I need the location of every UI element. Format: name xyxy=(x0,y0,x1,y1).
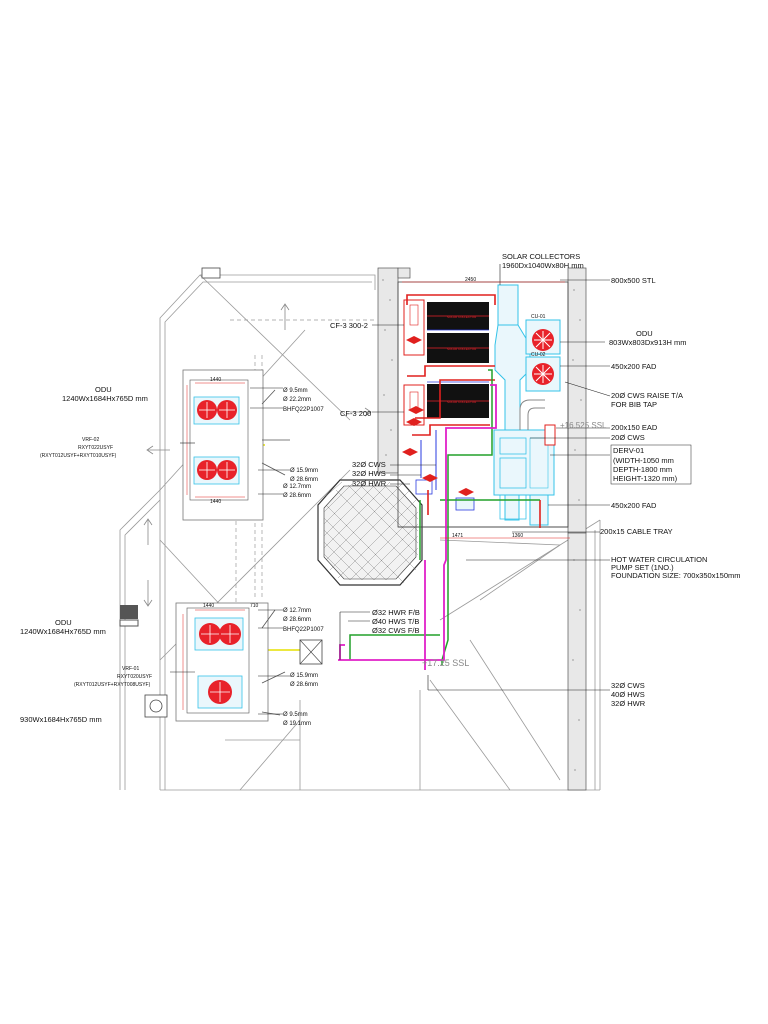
dim-1360: 1360 xyxy=(512,533,523,539)
hwr-fb: Ø32 HWR F/B xyxy=(372,608,420,617)
cf3-200-label: CF-3 200 xyxy=(340,409,371,418)
ead-label: 200x150 EAD xyxy=(611,423,658,432)
derv-box xyxy=(610,444,692,485)
cws-32-mid: 32Ø CWS xyxy=(352,460,386,469)
leader-lines xyxy=(170,264,611,715)
pump-line2: PUMP SET (1NO.) xyxy=(611,563,674,572)
pipe-191-bot: Ø 19.1mm xyxy=(283,721,311,727)
solar-collectors-size: 1960Dx1040Wx80H mm xyxy=(502,261,584,270)
vrf02-tag: VRF-02 xyxy=(82,437,99,443)
dim-710: 710 xyxy=(250,603,259,609)
pump-line3: FOUNDATION SIZE: 700x350x150mm xyxy=(611,571,740,580)
odu-left-upper-size: 1240Wx1684Hx765D mm xyxy=(62,394,148,403)
ssl-level: +17.25 SSL xyxy=(422,658,469,668)
vrf02-combo: (RXYT012USYF+RXYT010USYF) xyxy=(40,453,117,459)
stl-label: 800x500 STL xyxy=(611,276,656,285)
pipe-95: Ø 9.5mm xyxy=(283,388,308,394)
pipe-red xyxy=(406,294,541,528)
odu-left-bottom-size: 930Wx1684Hx765D mm xyxy=(20,715,102,724)
pipe-blue-legs xyxy=(420,430,437,490)
derv-title: DERV-01 xyxy=(613,446,644,455)
pipe-222: Ø 22.2mm xyxy=(283,397,311,403)
vrf02-model: RXYT022USYF xyxy=(78,445,113,451)
derv-depth: DEPTH-1800 mm xyxy=(613,465,672,474)
odu-enclosure-upper: 1440 1440 xyxy=(182,369,264,521)
hws-32-mid: 32Ø HWS xyxy=(352,469,386,478)
hwr-32-mid: 32Ø HWR xyxy=(352,479,387,488)
cf3-300-label: CF-3 300-2 xyxy=(330,321,368,330)
cws-32-bot: 32Ø CWS xyxy=(611,681,645,690)
refrigerant-pipes xyxy=(261,389,290,716)
dim-2450: 2450 xyxy=(465,277,476,283)
dim-1440-c: 1440 xyxy=(203,603,214,609)
derv-01-unit xyxy=(493,429,555,520)
odu-top-right-label: ODU xyxy=(636,329,653,338)
hws-40-bot: 40Ø HWS xyxy=(611,690,645,699)
column-blocks xyxy=(119,267,221,718)
vrf01-tag: VRF-01 xyxy=(122,666,139,672)
odu-left-upper-label: ODU xyxy=(95,385,112,394)
pipe-286-bot: Ø 28.6mm xyxy=(283,617,311,623)
condensing-unit-cu-01: CU-01 xyxy=(525,314,561,355)
fad-bottom-label: 450x200 FAD xyxy=(611,501,657,510)
hatched-walls xyxy=(377,267,587,791)
odu-top-right-size: 803Wx803Dx913H mm xyxy=(609,338,687,347)
bhfq-bot: BHFQ22P1007 xyxy=(283,627,324,633)
cu01-label: CU-01 xyxy=(531,314,546,320)
vrf01-model: RXYT020USYF xyxy=(117,674,152,680)
fad-top-label: 450x200 FAD xyxy=(611,362,657,371)
direction-arrow-icon xyxy=(143,303,372,607)
octagon-structure xyxy=(317,479,423,586)
solar-panel-icon xyxy=(427,302,489,418)
pipe-159-top: Ø 15.9mm xyxy=(290,468,318,474)
cu02-label: CU-02 xyxy=(531,352,546,358)
dim-1471: 1471 xyxy=(452,533,463,539)
odu-left-lower-size: 1240Wx1684Hx765D mm xyxy=(20,627,106,636)
dim-1440-a: 1440 xyxy=(210,377,221,383)
hwr-32-bot: 32Ø HWR xyxy=(611,699,646,708)
bib-tap-label: FOR BIB TAP xyxy=(611,400,657,409)
pipe-127-bot: Ø 12.7mm xyxy=(283,608,311,614)
cable-tray-label: 200x15 CABLE TRAY xyxy=(600,527,673,536)
wall-stipple xyxy=(382,279,582,771)
derv-width: (WIDTH-1050 mm xyxy=(613,456,674,465)
pipe-95-bot: Ø 9.5mm xyxy=(283,712,308,718)
cws-20-label: 20Ø CWS xyxy=(611,433,645,442)
cws-fb: Ø32 CWS F/B xyxy=(372,626,420,635)
pipe-286-top: Ø 28.6mm xyxy=(290,477,318,483)
condensing-unit-cu-02: CU-02 xyxy=(525,352,561,392)
pipe-159-bot: Ø 15.9mm xyxy=(290,673,318,679)
vrf01-combo: (RXYT012USYF+RXYT008USYF) xyxy=(74,682,151,688)
cws-raise-label: 20Ø CWS RAISE T/A xyxy=(611,391,683,400)
exhaust-duct xyxy=(519,399,556,446)
bhfq-top: BHFQ22P1007 xyxy=(283,407,324,413)
dim-1440-b: 1440 xyxy=(210,499,221,505)
odu-enclosure-lower: 1440 710 xyxy=(175,602,323,722)
dimension-lines xyxy=(402,281,570,539)
solar-panel-text: SOLAR COLLECTOR xyxy=(447,347,477,351)
odu-left-lower-label: ODU xyxy=(55,618,72,627)
hws-tb: Ø40 HWS T/B xyxy=(372,617,419,626)
solar-collectors-label: SOLAR COLLECTORS xyxy=(502,252,580,261)
pipe-286-top2: Ø 28.6mm xyxy=(283,493,311,499)
solar-panel-text: SOLAR COLLECTOR xyxy=(447,400,477,404)
pipe-286-bot2: Ø 28.6mm xyxy=(290,682,318,688)
pipe-127-top: Ø 12.7mm xyxy=(283,484,311,490)
ssl-level-top: +16.525 SSL xyxy=(560,421,607,430)
pump-line1: HOT WATER CIRCULATION xyxy=(611,555,707,564)
derv-height: HEIGHT-1320 mm) xyxy=(613,474,678,483)
solar-collector-array: SOLAR COLLECTOR SOLAR COLLECTOR SOLAR CO… xyxy=(403,299,489,426)
solar-panel-text: SOLAR COLLECTOR xyxy=(447,315,477,319)
